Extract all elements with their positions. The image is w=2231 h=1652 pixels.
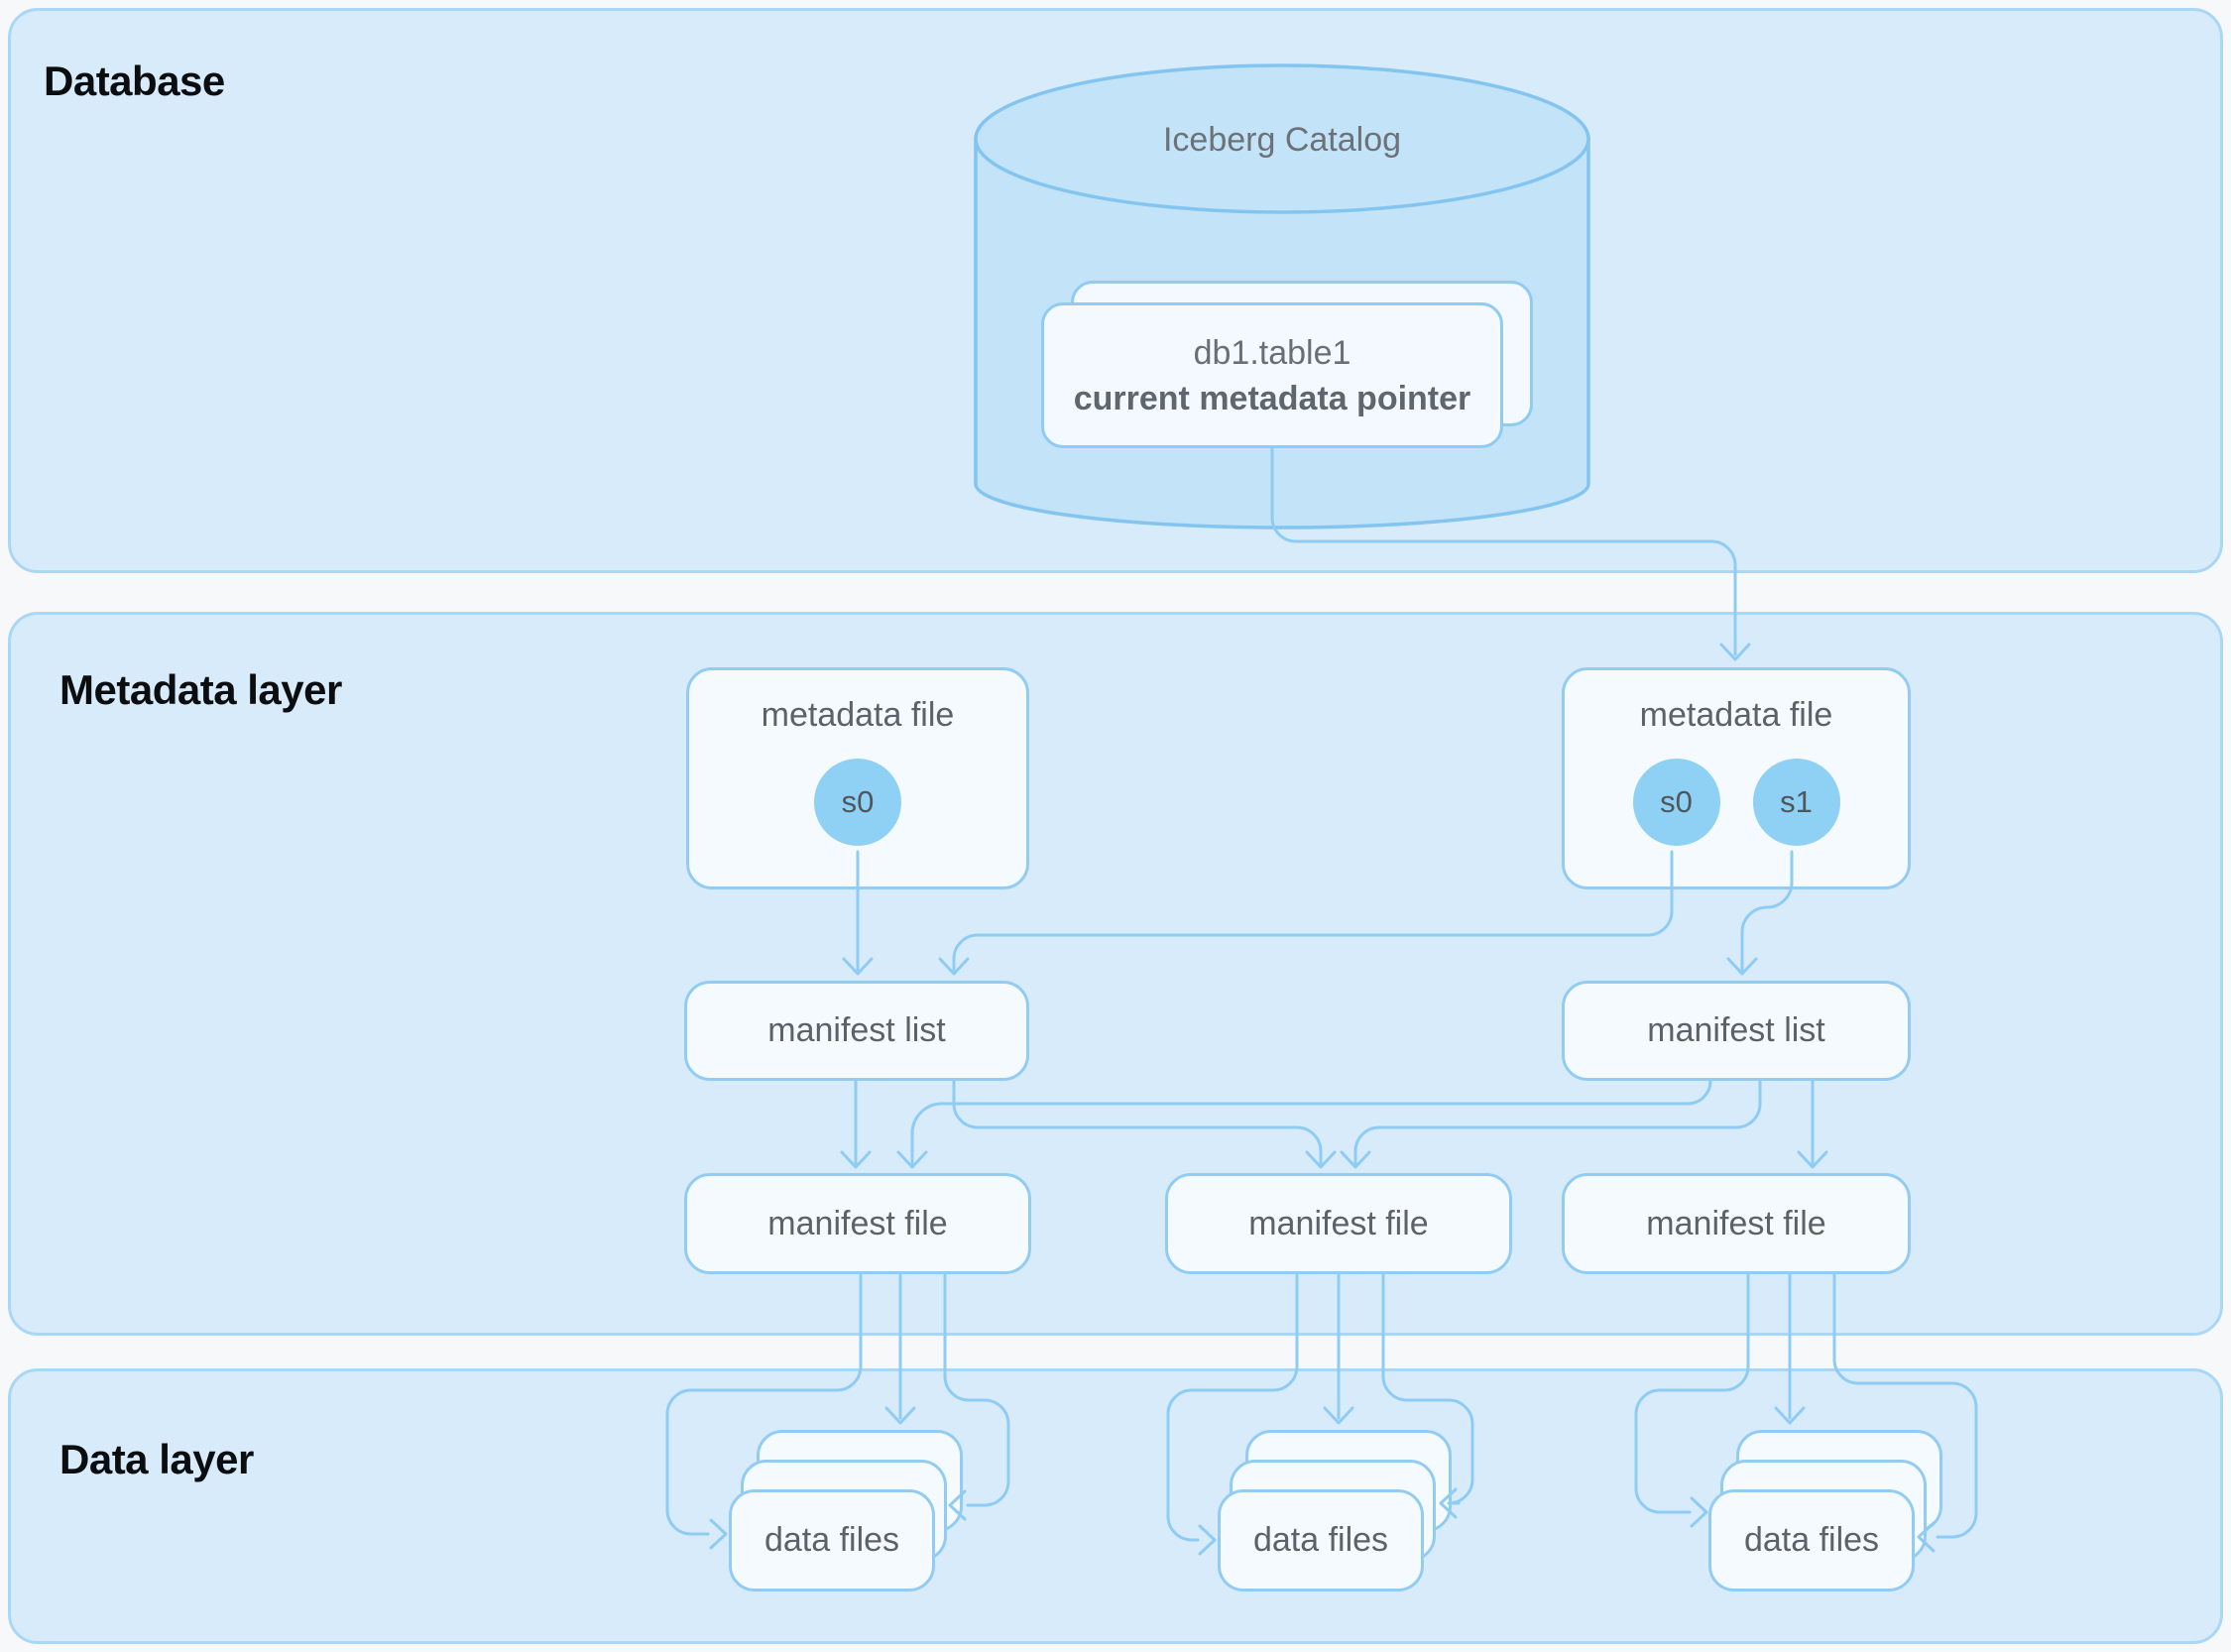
data-files-stack-1: data files <box>729 1489 935 1592</box>
data-layer-title: Data layer <box>59 1436 254 1482</box>
metadata-pointer-card: db1.table1 current metadata pointer <box>1041 302 1503 448</box>
snapshot-row: s0 s1 <box>1632 759 1840 846</box>
manifest-list-1: manifest list <box>684 981 1029 1081</box>
snapshot-row: s0 <box>814 759 901 846</box>
metadata-file-2: metadata file s0 s1 <box>1562 667 1911 889</box>
database-layer-title: Database <box>44 58 225 104</box>
data-files-stack-3: data files <box>1708 1489 1915 1592</box>
snapshot-s0-badge: s0 <box>814 759 901 846</box>
snapshot-s0-badge: s0 <box>1632 759 1720 846</box>
manifest-file-3: manifest file <box>1562 1173 1911 1274</box>
table-name-label: db1.table1 <box>1193 333 1351 372</box>
metadata-file-1: metadata file s0 <box>686 667 1029 889</box>
manifest-list-2: manifest list <box>1562 981 1911 1081</box>
metadata-layer-title: Metadata layer <box>59 666 342 713</box>
cylinder-top <box>974 63 1590 214</box>
manifest-file-1: manifest file <box>684 1173 1031 1274</box>
data-files-stack-2: data files <box>1218 1489 1424 1592</box>
metadata-file-1-label: metadata file <box>761 696 955 734</box>
current-metadata-pointer-label: current metadata pointer <box>1073 379 1471 417</box>
snapshot-s1-badge: s1 <box>1752 759 1840 846</box>
catalog-label: Iceberg Catalog <box>1163 121 1401 159</box>
metadata-file-2-label: metadata file <box>1639 696 1833 734</box>
manifest-file-2: manifest file <box>1165 1173 1512 1274</box>
